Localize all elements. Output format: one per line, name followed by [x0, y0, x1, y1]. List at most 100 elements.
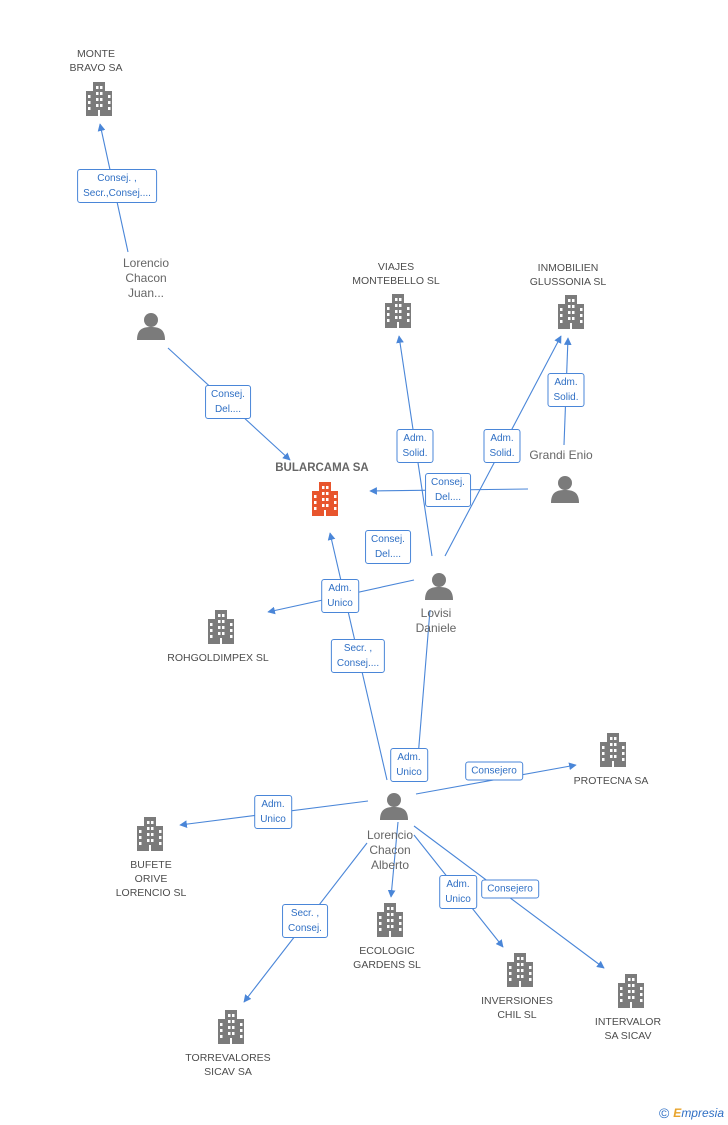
relation-text: Del....: [434, 492, 462, 503]
relation-text: Del....: [214, 404, 242, 415]
relation-label[interactable]: Consej. Del....: [365, 530, 411, 564]
relation-text: Consej.: [371, 534, 405, 545]
relation-label[interactable]: Adm. Unico: [254, 795, 292, 829]
person-name-line: Daniele: [415, 621, 457, 635]
person-lovisi-daniele[interactable]: Lovisi Daniele: [386, 606, 486, 636]
relation-text: Consej.: [211, 389, 245, 400]
copyright-icon: ©: [658, 1105, 670, 1121]
person-icon[interactable]: [137, 313, 165, 340]
company-name-line: LORENCIO SL: [115, 887, 187, 899]
relation-label[interactable]: Consej. , Secr.,Consej....: [77, 169, 157, 203]
relation-text: Adm.: [554, 377, 578, 388]
relation-label[interactable]: Adm. Unico: [321, 579, 359, 613]
company-name-line: VIAJES: [377, 261, 415, 273]
company-name-line: CHIL SL: [497, 1009, 537, 1021]
person-name-line: Lorencio: [366, 828, 414, 842]
relation-label[interactable]: Consej. Del....: [425, 473, 471, 507]
company-name-line: ORIVE: [134, 873, 168, 885]
edge-alberto-ecologic: [387, 821, 399, 898]
relation-text: Solid.: [402, 448, 428, 459]
company-name-line: INTERVALOR: [594, 1016, 662, 1028]
relation-text: Secr. ,: [290, 908, 320, 919]
relation-text: Solid.: [489, 448, 515, 459]
building-icon[interactable]: [600, 733, 626, 767]
person-name-line: Juan...: [127, 286, 165, 300]
company-name-line: SA SICAV: [604, 1030, 652, 1042]
person-icon[interactable]: [551, 476, 579, 503]
building-icon[interactable]: [377, 903, 403, 937]
company-name-line: ECOLOGIC: [359, 945, 415, 957]
relation-text: Secr.,Consej....: [83, 188, 151, 199]
relation-text: Consej.: [288, 923, 322, 934]
relation-text: Adm.: [397, 752, 421, 763]
relation-text: Adm.: [446, 879, 470, 890]
building-icon[interactable]: [385, 294, 411, 328]
footer-brand[interactable]: © Empresia: [659, 1105, 724, 1121]
person-lorencio-chacon-alberto[interactable]: Lorencio Chacon Alberto: [340, 828, 440, 873]
relation-text: Adm.: [403, 433, 427, 444]
person-icon[interactable]: [425, 573, 453, 600]
company-monte-bravo[interactable]: MONTE BRAVO SA: [46, 47, 146, 75]
relation-text: Consej.: [431, 477, 465, 488]
relation-label[interactable]: Adm. Solid.: [547, 373, 585, 407]
relation-label[interactable]: Consej. Del....: [205, 385, 251, 419]
building-icon[interactable]: [558, 295, 584, 329]
building-icon[interactable]: [618, 974, 644, 1008]
relation-label[interactable]: Adm. Solid.: [396, 429, 434, 463]
relation-label[interactable]: Secr. , Consej....: [330, 639, 386, 673]
company-inversiones-chil[interactable]: INVERSIONES CHIL SL: [462, 994, 572, 1022]
company-bufete-orive[interactable]: BUFETE ORIVE LORENCIO SL: [96, 858, 206, 900]
relation-text: Adm.: [328, 583, 352, 594]
company-name-line: MONTE: [77, 48, 115, 60]
person-name-line: Lovisi: [420, 606, 452, 620]
relation-text: Secr. ,: [343, 643, 373, 654]
company-name-line: ROHGOLDIMPEX SL: [167, 652, 269, 664]
person-name-line: Chacon: [125, 271, 167, 285]
relation-text: Consej....: [336, 658, 380, 669]
building-icon[interactable]: [507, 953, 533, 987]
company-name-line: SICAV SA: [204, 1066, 252, 1078]
person-lorencio-chacon-juan[interactable]: Lorencio Chacon Juan...: [96, 256, 196, 301]
company-name-line: TORREVALORES: [185, 1052, 271, 1064]
building-icon[interactable]: [218, 1010, 244, 1044]
company-name-line: BRAVO SA: [69, 62, 123, 74]
company-torrevalores[interactable]: TORREVALORES SICAV SA: [168, 1051, 288, 1079]
company-ecologic-gardens[interactable]: ECOLOGIC GARDENS SL: [332, 944, 442, 972]
relation-label[interactable]: Adm. Unico: [439, 875, 477, 909]
relation-label[interactable]: Adm. Unico: [390, 748, 428, 782]
company-intervalor[interactable]: INTERVALOR SA SICAV: [573, 1015, 683, 1043]
relation-text: Unico: [445, 894, 471, 905]
person-name-line: Lorencio: [122, 256, 170, 270]
company-rohgoldimpex[interactable]: ROHGOLDIMPEX SL: [150, 651, 286, 665]
company-name-line: INMOBILIEN: [537, 262, 599, 274]
person-grandi-enio[interactable]: Grandi Enio: [511, 448, 611, 463]
main-company-name: BULARCAMA SA: [275, 462, 369, 474]
company-name-line: INVERSIONES: [481, 995, 553, 1007]
relation-text: Consej. ,: [97, 173, 137, 184]
company-viajes-montebello[interactable]: VIAJES MONTEBELLO SL: [336, 260, 456, 288]
company-bularcama-main[interactable]: BULARCAMA SA: [262, 462, 382, 474]
relation-label[interactable]: Consejero: [481, 879, 539, 899]
relation-text: Adm.: [261, 799, 285, 810]
building-icon[interactable]: [312, 482, 338, 516]
relation-text: Solid.: [553, 392, 579, 403]
relation-label[interactable]: Secr. , Consej.: [282, 904, 328, 938]
person-name-line: Alberto: [370, 858, 410, 872]
relation-text: Unico: [327, 598, 353, 609]
relation-label[interactable]: Adm. Solid.: [483, 429, 521, 463]
company-name-line: BUFETE: [130, 859, 172, 871]
company-protecna[interactable]: PROTECNA SA: [556, 774, 666, 788]
relation-text: Unico: [396, 767, 422, 778]
building-icon[interactable]: [86, 82, 112, 116]
building-icon[interactable]: [137, 817, 163, 851]
company-name-line: GARDENS SL: [353, 959, 421, 971]
relation-text: Unico: [260, 814, 286, 825]
relation-label[interactable]: Consejero: [465, 761, 523, 781]
company-inmobilien-glussonia[interactable]: INMOBILIEN GLUSSONIA SL: [508, 261, 628, 289]
person-name-line: Chacon: [369, 843, 411, 857]
brand-logo: Empresia: [673, 1106, 724, 1120]
company-name-line: PROTECNA SA: [573, 775, 649, 787]
relation-text: Adm.: [490, 433, 514, 444]
building-icon[interactable]: [208, 610, 234, 644]
person-icon[interactable]: [380, 793, 408, 820]
